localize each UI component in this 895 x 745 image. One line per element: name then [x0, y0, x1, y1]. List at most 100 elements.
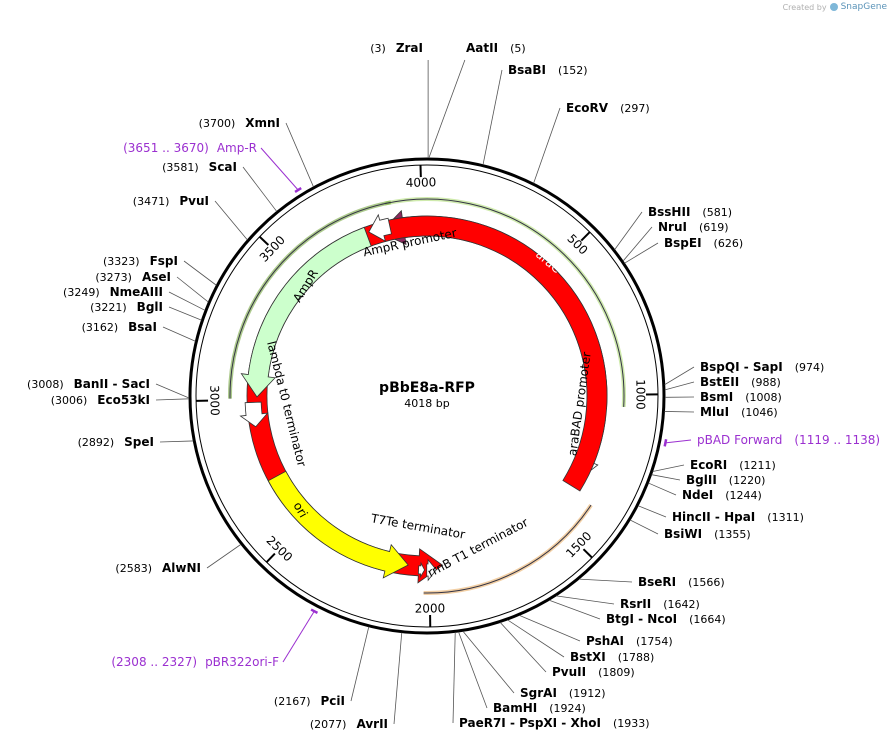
site-bsai[interactable]: BsaI(3162) [82, 320, 157, 334]
site-position: (297) [620, 102, 650, 115]
site-position: (1809) [598, 666, 635, 679]
site-ecorv[interactable]: EcoRV (297) [566, 101, 650, 115]
site-connector [452, 632, 456, 724]
site-spei[interactable]: SpeI(2892) [78, 435, 154, 449]
site-bglii[interactable]: BglII (1220) [686, 473, 765, 487]
site-fspi[interactable]: FspI(3323) [103, 254, 178, 268]
site-asei[interactable]: AseI(3273) [95, 270, 171, 284]
site-connector [393, 632, 403, 725]
site-name: Eco53kI [97, 393, 150, 407]
primer-name: Amp-R [217, 141, 257, 155]
site-position: (1046) [741, 406, 778, 419]
site-name: SgrAI [520, 686, 557, 700]
site-connector [206, 544, 242, 569]
site-position: (988) [751, 376, 781, 389]
site-position: (2892) [78, 436, 115, 449]
backbone-outer-ring [188, 157, 666, 635]
site-position: (3700) [199, 117, 236, 130]
rrnb-t1-terminator-feature[interactable] [426, 558, 437, 582]
site-aatii[interactable]: AatII(5) [466, 41, 526, 55]
site-hincii-hpai[interactable]: HincII - HpaI (1311) [672, 510, 804, 524]
site-pvuii[interactable]: PvuII(1809) [552, 665, 635, 679]
site-ndei[interactable]: NdeI(1244) [682, 488, 762, 502]
site-connector [664, 366, 695, 385]
site-mlui[interactable]: MluI (1046) [700, 405, 778, 419]
site-alwni[interactable]: AlwNI(2583) [115, 561, 201, 575]
site-position: (2167) [274, 695, 311, 708]
ampr-promoter-feature[interactable] [368, 213, 392, 242]
site-connector [664, 381, 695, 391]
site-pshai[interactable]: PshAI(1754) [586, 634, 673, 648]
feature-label: T7Te terminator [369, 511, 466, 542]
mrfp1-feature[interactable] [246, 215, 608, 584]
site-position: (152) [558, 64, 588, 77]
site-xmni[interactable]: XmnI(3700) [199, 116, 280, 130]
site-position: (1244) [725, 489, 762, 502]
site-sgrai[interactable]: SgrAI(1912) [520, 686, 605, 700]
site-nmeaiii[interactable]: NmeAIII(3249) [63, 285, 163, 299]
site-name: EcoRI [690, 458, 727, 472]
t7te-terminator-feature[interactable] [417, 561, 426, 579]
site-position: (3221) [90, 301, 127, 314]
site-name: AatII [466, 41, 498, 55]
site-position: (626) [714, 237, 744, 250]
site-pcii[interactable]: PciI(2167) [274, 694, 345, 708]
site-connector [664, 411, 695, 413]
site-name: BsaBI [508, 63, 546, 77]
site-position: (3581) [162, 161, 199, 174]
site-position: (3249) [63, 286, 100, 299]
site-name: FspI [150, 254, 178, 268]
site-name: EcoRV [566, 101, 609, 115]
primer-pbad-forward[interactable]: pBAD Forward(1119 .. 1138) [697, 433, 880, 447]
site-btgi-ncoi[interactable]: BtgI - NcoI(1664) [606, 612, 726, 626]
site-name: MluI [700, 405, 729, 419]
tick-mark [258, 236, 270, 246]
site-name: BspEI [664, 236, 702, 250]
tick-mark [580, 231, 591, 242]
site-connector [242, 166, 278, 212]
site-connector [519, 614, 581, 642]
site-paer7i-pspxi-xhoi[interactable]: PaeR7I - PspXI - XhoI(1933) [459, 716, 650, 730]
site-eco53ki[interactable]: Eco53kI(3006) [51, 393, 150, 407]
site-bsteii[interactable]: BstEII(988) [700, 375, 781, 389]
site-bsmi[interactable]: BsmI(1008) [700, 390, 782, 404]
site-name: BglII [686, 473, 717, 487]
lambda-t0-terminator-feature[interactable] [239, 401, 269, 428]
site-bgli[interactable]: BglI(3221) [90, 300, 163, 314]
site-bsshii[interactable]: BssHII(581) [648, 205, 732, 219]
plasmid-size: 4018 bp [404, 397, 449, 410]
site-position: (1311) [767, 511, 804, 524]
site-banii-saci[interactable]: BanII - SacI(3008) [27, 377, 150, 391]
site-ecori[interactable]: EcoRI(1211) [690, 458, 776, 472]
site-bspei[interactable]: BspEI (626) [664, 236, 743, 250]
site-connector [168, 291, 206, 311]
site-connector [556, 595, 615, 605]
site-connector [183, 260, 217, 286]
site-bseri[interactable]: BseRI(1566) [638, 575, 725, 589]
site-avrii[interactable]: AvrII(2077) [310, 717, 388, 731]
primer-pbr322ori-f[interactable]: pBR322ori-F(2308 .. 2327) [111, 655, 279, 669]
primer-amp-r[interactable]: Amp-R(3651 .. 3670) [123, 141, 257, 155]
site-name: BspQI - SapI [700, 360, 783, 374]
site-bsabi[interactable]: BsaBI (152) [508, 63, 588, 77]
site-connector [482, 69, 503, 165]
site-scai[interactable]: ScaI(3581) [162, 160, 237, 174]
site-bamhi[interactable]: BamHI(1924) [493, 701, 586, 715]
backbone [188, 157, 666, 635]
site-rsrii[interactable]: RsrII(1642) [620, 597, 700, 611]
site-zrai[interactable]: ZraI(3) [370, 41, 423, 55]
primer-connector [260, 147, 299, 191]
site-bstxi[interactable]: BstXI(1788) [570, 650, 654, 664]
site-bspqi-sapi[interactable]: BspQI - SapI(974) [700, 360, 824, 374]
site-pvui[interactable]: PvuI(3471) [133, 194, 209, 208]
ampr-feature[interactable] [240, 226, 372, 398]
site-nrui[interactable]: NruI(619) [658, 220, 729, 234]
site-name: HincII - HpaI [672, 510, 755, 524]
ori-feature[interactable] [267, 470, 409, 579]
site-position: (1220) [729, 474, 766, 487]
site-name: PaeR7I - PspXI - XhoI [459, 716, 601, 730]
site-connector [629, 519, 659, 535]
site-bsiwi[interactable]: BsiWI(1355) [664, 527, 751, 541]
